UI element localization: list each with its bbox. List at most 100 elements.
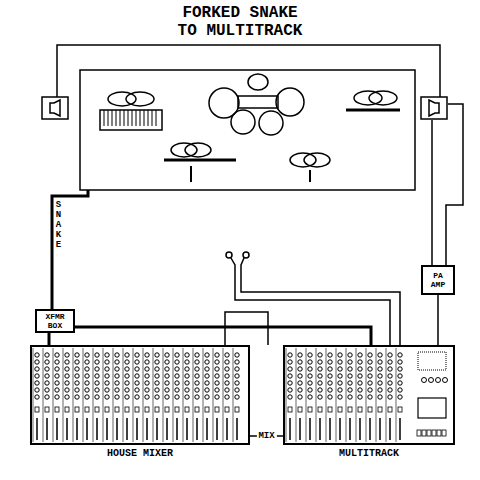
channel-button (185, 407, 189, 412)
transport-button (422, 430, 426, 436)
channel-knob (398, 367, 402, 371)
channel-knob (358, 360, 362, 364)
channel-knob (318, 388, 322, 392)
channel-knob (65, 367, 69, 371)
channel-knob (348, 353, 352, 357)
channel-knob (55, 388, 59, 392)
channel-knob (105, 381, 109, 385)
channel-knob (195, 381, 199, 385)
channel-knob (125, 388, 129, 392)
channel-divider (113, 348, 114, 442)
channel-knob (378, 360, 382, 364)
channel-knob (125, 381, 129, 385)
speaker-wire (431, 120, 433, 265)
channel-knob (185, 360, 189, 364)
channel-button (215, 407, 219, 412)
channel-button (328, 407, 332, 412)
channel-knob (215, 353, 219, 357)
channel-fader (299, 418, 301, 440)
channel-button (115, 407, 119, 412)
channel-knob (328, 360, 332, 364)
snake-cable (52, 190, 88, 309)
channel-knob (388, 360, 392, 364)
monitor (185, 143, 211, 157)
channel-knob (85, 381, 89, 385)
channel-knob (398, 381, 402, 385)
channel-knob (388, 388, 392, 392)
channel-knob (368, 381, 372, 385)
channel-knob (185, 395, 189, 399)
channel-knob (155, 360, 159, 364)
channel-button (85, 407, 89, 412)
speaker-cone (429, 100, 439, 116)
channel-knob (358, 388, 362, 392)
mic-cable (231, 258, 390, 345)
channel-button (205, 407, 209, 412)
box-label: PA AMP (431, 271, 445, 289)
channel-knob (235, 381, 239, 385)
channel-fader (106, 418, 108, 440)
channel-fader (146, 418, 148, 440)
channel-divider (33, 348, 34, 442)
channel-divider (133, 348, 134, 442)
channel-knob (195, 374, 199, 378)
channel-fader (216, 418, 218, 440)
channel-knob (145, 367, 149, 371)
channel-knob (215, 388, 219, 392)
channel-knob (358, 367, 362, 371)
channel-divider (123, 348, 124, 442)
channel-knob (358, 395, 362, 399)
channel-knob (95, 360, 99, 364)
channel-knob (328, 395, 332, 399)
channel-knob (145, 353, 149, 357)
channel-knob (75, 360, 79, 364)
channel-knob (215, 381, 219, 385)
channel-knob (215, 395, 219, 399)
keyboard-keys (104, 110, 156, 126)
speaker-cabinet (42, 97, 68, 119)
channel-fader (329, 418, 331, 440)
channel-knob (155, 388, 159, 392)
channel-button (195, 407, 199, 412)
channel-knob (318, 395, 322, 399)
channel-knob (195, 395, 199, 399)
channel-knob (155, 353, 159, 357)
channel-fader (236, 418, 238, 440)
channel-knob (135, 353, 139, 357)
channel-knob (145, 360, 149, 364)
master-knob (429, 378, 434, 383)
channel-knob (45, 374, 49, 378)
channel-divider (193, 348, 194, 442)
channel-knob (235, 388, 239, 392)
channel-knob (135, 360, 139, 364)
channel-knob (55, 360, 59, 364)
channel-divider (396, 348, 397, 442)
channel-knob (235, 367, 239, 371)
channel-knob (298, 374, 302, 378)
channel-button (125, 407, 129, 412)
transport-button (427, 430, 431, 436)
channel-knob (308, 395, 312, 399)
channel-knob (115, 381, 119, 385)
channel-knob (95, 374, 99, 378)
channel-knob (298, 360, 302, 364)
channel-divider (43, 348, 44, 442)
channel-knob (195, 353, 199, 357)
channel-fader (379, 418, 381, 440)
channel-knob (65, 374, 69, 378)
channel-button (318, 407, 322, 412)
amplifier-box: PA AMP (421, 265, 455, 295)
channel-knob (398, 395, 402, 399)
channel-knob (65, 381, 69, 385)
box-label: XFMR BOX (45, 312, 64, 330)
channel-knob (105, 395, 109, 399)
channel-knob (115, 367, 119, 371)
channel-knob (155, 367, 159, 371)
channel-fader (319, 418, 321, 440)
channel-knob (135, 395, 139, 399)
monitor (304, 153, 330, 167)
channel-knob (318, 381, 322, 385)
channel-knob (298, 367, 302, 371)
channel-knob (378, 353, 382, 357)
